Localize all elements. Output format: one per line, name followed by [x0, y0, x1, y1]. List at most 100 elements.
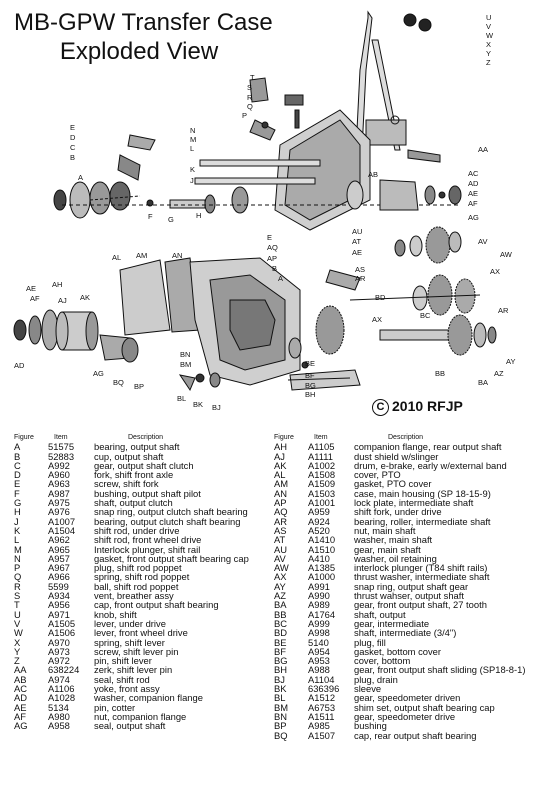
legend-header: Figure Item Description	[274, 433, 540, 442]
svg-text:AY: AY	[506, 357, 515, 366]
item-number: A6753	[308, 701, 336, 713]
figure-code: R	[14, 580, 21, 592]
figure-code: AX	[274, 571, 287, 583]
svg-text:BN: BN	[180, 350, 190, 359]
figure-code: L	[14, 534, 20, 546]
part-description: knob, shift	[94, 608, 137, 620]
part-description: drum, e-brake, early w/external band	[354, 459, 507, 471]
item-number: 5134	[48, 701, 69, 713]
figure-code: AA	[14, 664, 27, 676]
figure-code: B	[14, 450, 21, 462]
part-description: thrust wahser, output shaft	[354, 590, 464, 602]
svg-text:M: M	[190, 135, 196, 144]
part-description: gear, main shaft	[354, 543, 421, 555]
part-description: pin, shift lever	[94, 655, 152, 667]
item-number: 636396	[308, 683, 340, 695]
figure-code: AM	[274, 478, 289, 490]
part-description: thrust washer, intermediate shaft	[354, 571, 490, 583]
item-number: A1106	[48, 683, 75, 695]
header-description: Description	[388, 434, 424, 441]
figure-code: N	[14, 552, 21, 564]
figure-code: AY	[274, 580, 286, 592]
figure-code: AN	[274, 487, 288, 499]
figure-code: H	[14, 506, 21, 518]
part-description: shift fork, under drive	[354, 506, 442, 518]
figure-code: Q	[14, 571, 22, 583]
svg-text:BP: BP	[134, 382, 144, 391]
svg-text:AN: AN	[172, 251, 182, 260]
figure-code: BG	[274, 655, 288, 667]
figure-code: S	[14, 590, 21, 602]
part-description: seal, shift rod	[94, 673, 150, 685]
figure-code: Y	[14, 645, 21, 657]
figure-code: AD	[14, 692, 28, 704]
svg-text:AC: AC	[468, 169, 479, 178]
figure-code: P	[14, 562, 21, 574]
part-description: bearing, roller, intermediate shaft	[354, 515, 491, 527]
svg-text:AE: AE	[352, 248, 362, 257]
svg-text:B: B	[70, 153, 75, 162]
item-number: A972	[48, 655, 70, 667]
item-number: A976	[48, 506, 70, 518]
svg-text:BD: BD	[375, 293, 386, 302]
part-description: shift rod, front wheel drive	[94, 534, 202, 546]
svg-text:AE: AE	[468, 189, 478, 198]
item-number: A962	[48, 534, 70, 546]
item-number: A934	[48, 590, 70, 602]
part-description: bushing	[354, 720, 387, 732]
figure-code: BJ	[274, 673, 285, 685]
item-number: A953	[308, 655, 330, 667]
svg-text:BF: BF	[305, 371, 315, 380]
figure-code: AV	[274, 552, 286, 564]
svg-text:AV: AV	[478, 237, 487, 246]
figure-code: AJ	[274, 450, 285, 462]
svg-text:AS: AS	[355, 265, 365, 274]
item-number: A1507	[308, 729, 336, 741]
item-number: A957	[48, 552, 70, 564]
part-description: plug, shift rod poppet	[94, 562, 182, 574]
svg-text:N: N	[190, 126, 195, 135]
part-description: shim set, output shaft bearing cap	[354, 701, 495, 713]
part-description: seal, output shaft	[94, 720, 166, 732]
svg-text:AW: AW	[500, 250, 513, 259]
part-description: gear, speedometer drive	[354, 710, 456, 722]
figure-code: K	[14, 524, 21, 536]
title-line-1: MB-GPW Transfer Case	[14, 9, 273, 36]
figure-code: BD	[274, 627, 288, 639]
part-description: Interlock plunger, shift rail	[94, 543, 201, 555]
svg-text:BJ: BJ	[212, 403, 221, 412]
item-number: A973	[48, 645, 70, 657]
part-description: bearing, output clutch shaft bearing	[94, 515, 241, 527]
item-number: A1503	[308, 487, 336, 499]
item-number: A1028	[48, 692, 76, 704]
item-number: A988	[308, 664, 330, 676]
svg-text:AD: AD	[14, 361, 25, 370]
item-number: A989	[308, 599, 330, 611]
svg-text:X: X	[486, 40, 491, 49]
page-title: MB-GPW Transfer Case Exploded View	[14, 8, 273, 66]
part-description: nut, companion flange	[94, 710, 187, 722]
item-number: A1001	[308, 497, 336, 509]
item-number: A1111	[308, 450, 334, 462]
part-description: cap, front output shaft bearing	[94, 599, 219, 611]
svg-text:AF: AF	[30, 294, 40, 303]
figure-code: AH	[274, 441, 288, 453]
